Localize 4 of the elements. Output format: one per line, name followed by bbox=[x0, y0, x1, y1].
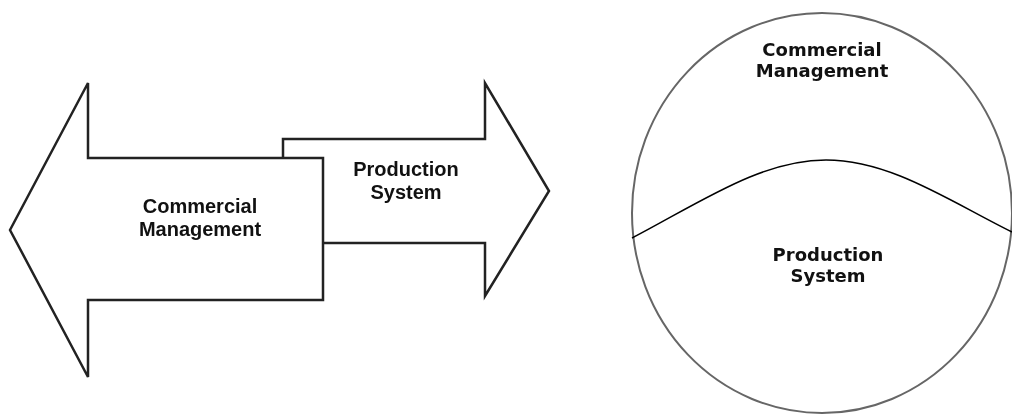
node-label: Production System bbox=[352, 158, 460, 204]
node-label: Commercial Management bbox=[137, 195, 263, 241]
node-label: Production System bbox=[771, 245, 885, 287]
node-label: Commercial Management bbox=[754, 40, 890, 82]
